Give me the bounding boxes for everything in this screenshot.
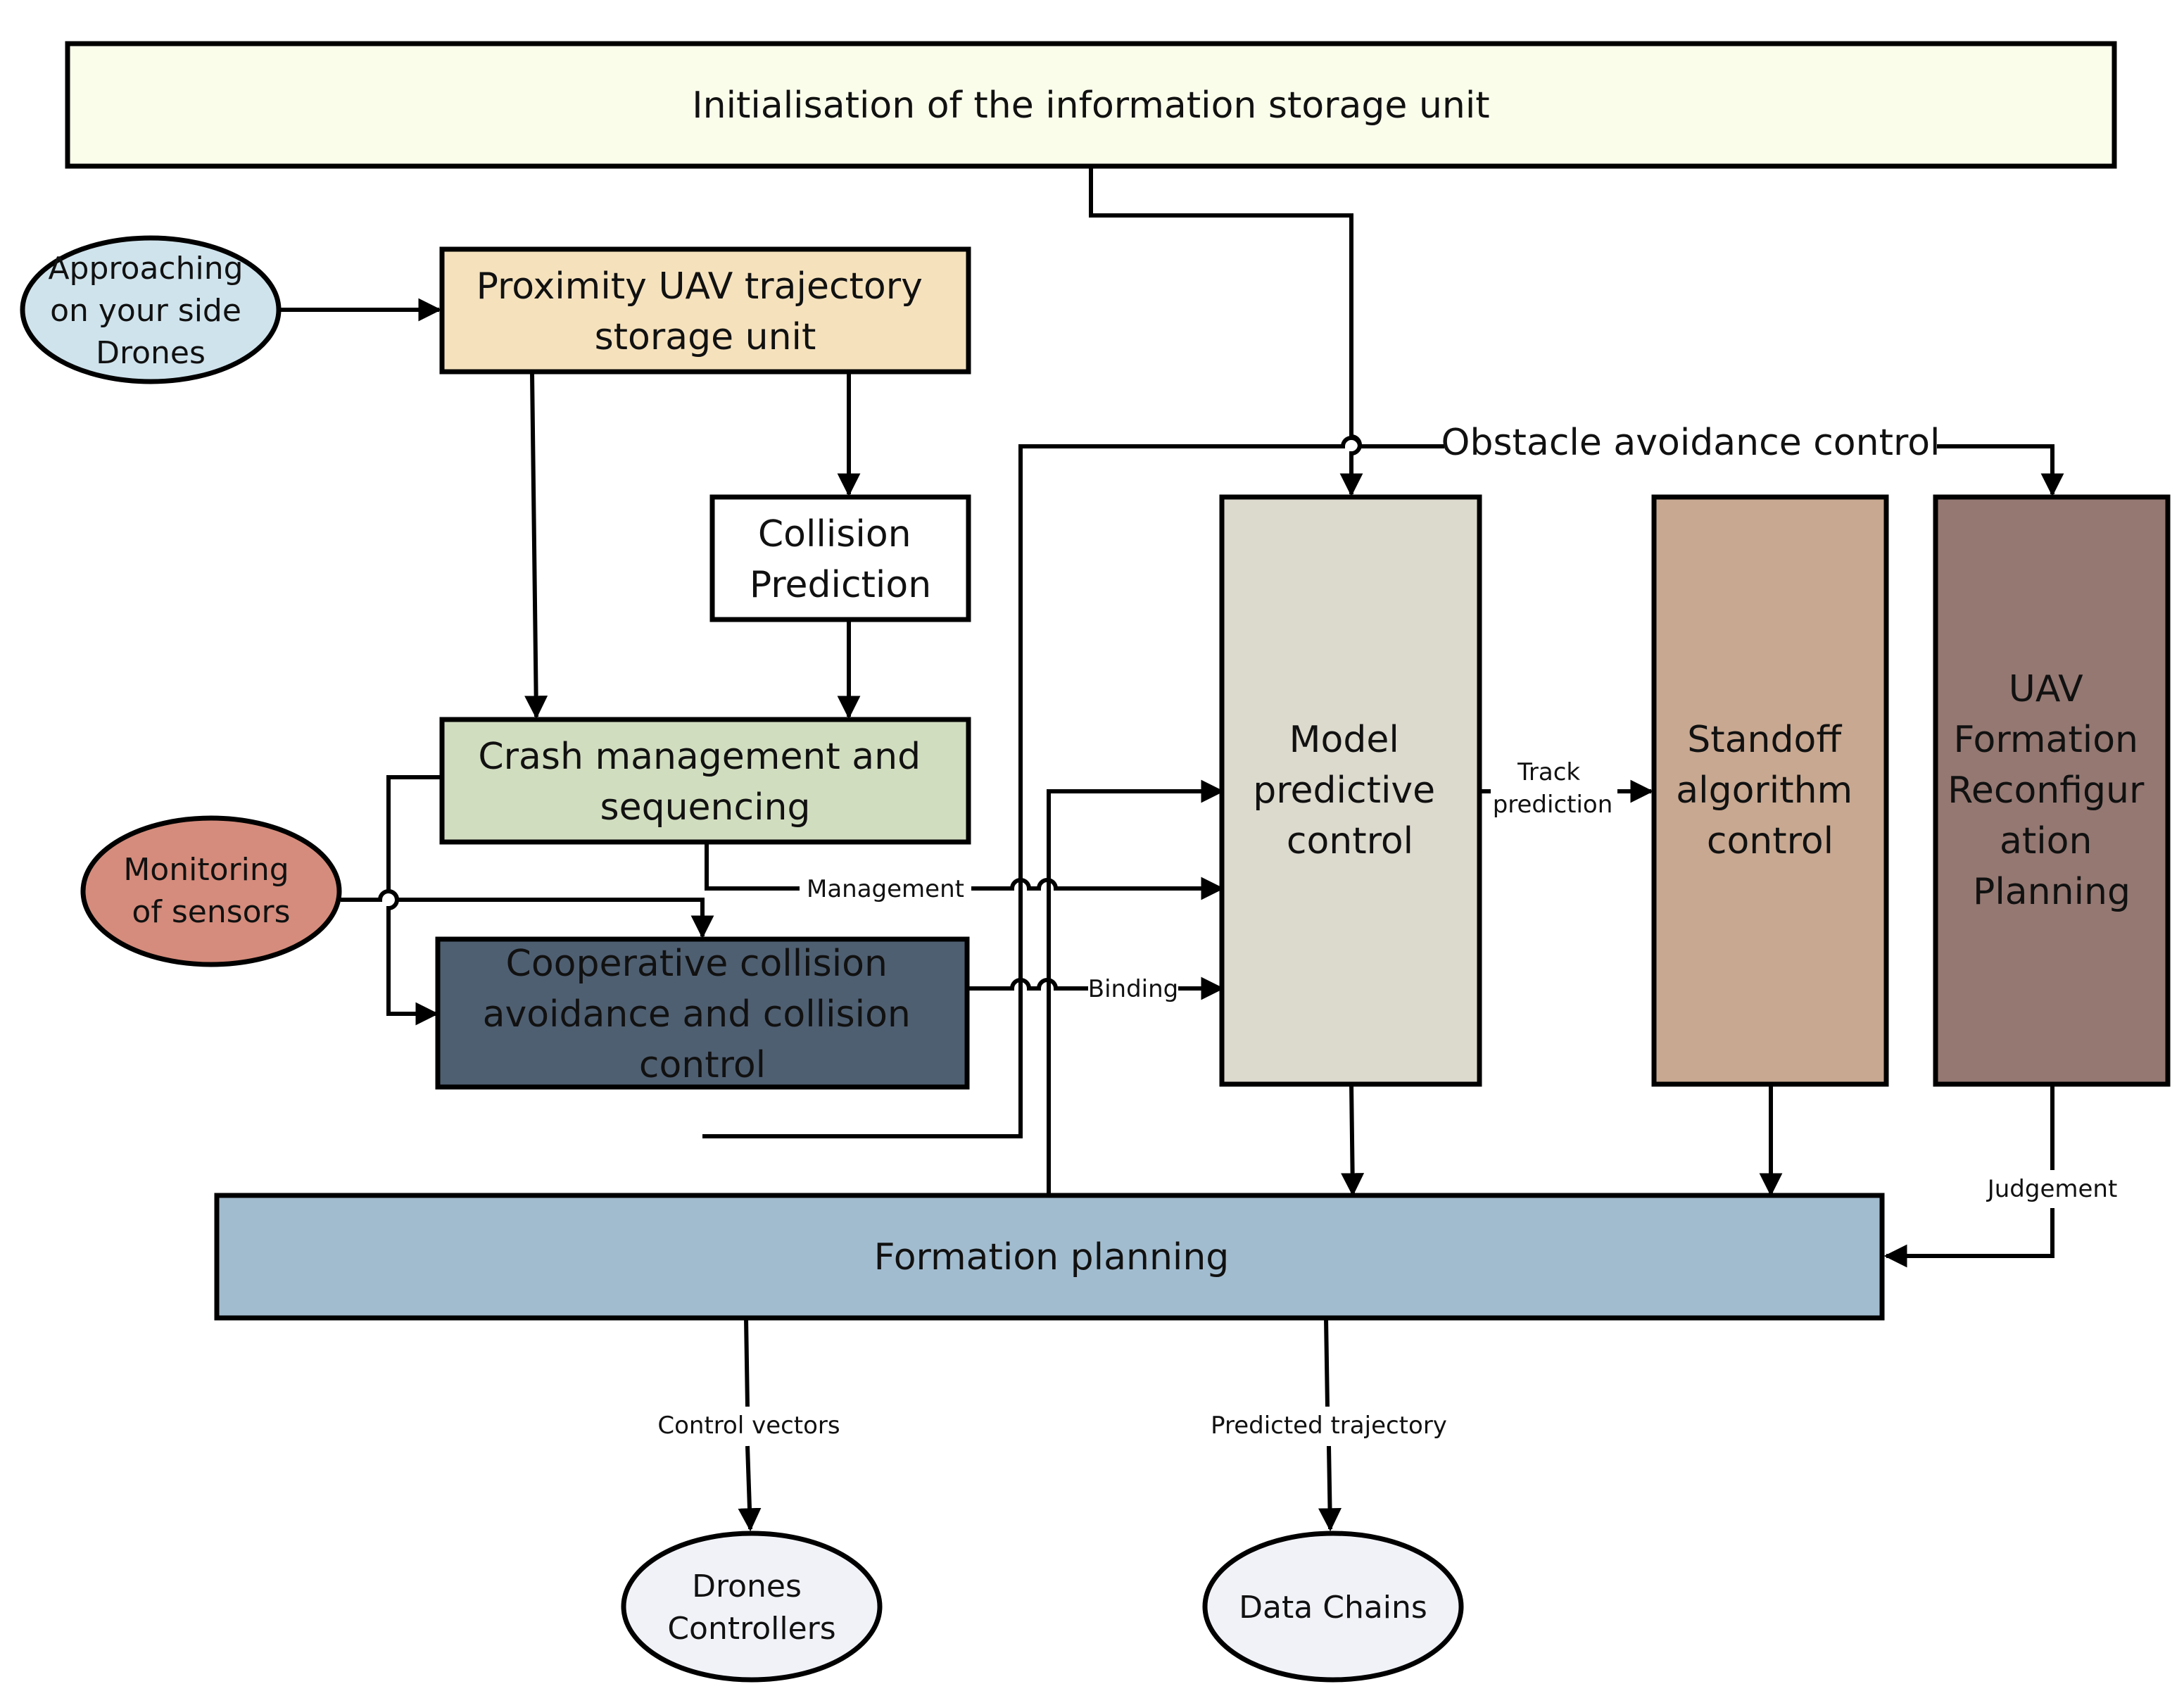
cooperative-collision-box: Cooperative collision avoidance and coll… [435, 936, 970, 1090]
mpc-label: Model predictive control [1253, 719, 1446, 862]
uav-label: UAV Formation Reconfigur ation Planning [1948, 668, 2156, 913]
label-binding: Binding [1088, 975, 1178, 1003]
edge-datachains-arrow [1318, 1445, 1342, 1532]
data-chains-label: Data Chains [1239, 1590, 1427, 1626]
formation-planning-box: Formation planning [214, 1193, 1885, 1321]
approaching-label: Approaching on your side Drones [48, 251, 253, 371]
label-management: Management [807, 875, 964, 903]
approaching-drones-node: Approaching on your side Drones [20, 235, 282, 384]
standoff-label: Standoff algorithm control [1676, 719, 1864, 862]
connectors [279, 166, 2064, 1532]
edge-crash-to-mpc [705, 843, 1222, 888]
label-obstacle-avoidance: Obstacle avoidance control [1441, 422, 1940, 464]
edge-obstacle-line-left [702, 436, 1444, 1138]
collision-prediction-label: Collision Prediction [750, 513, 931, 606]
edge-labels: Obstacle avoidance control Management Bi… [657, 422, 2117, 1440]
label-predicted-trajectory: Predicted trajectory [1211, 1412, 1447, 1440]
edge-proximity-to-crash [524, 372, 548, 720]
drones-controllers-label: Drones Controllers [667, 1569, 835, 1647]
proximity-storage-box: Proximity UAV trajectory storage unit [439, 246, 971, 375]
cooperative-label: Cooperative collision avoidance and coll… [483, 943, 923, 1086]
monitoring-sensors-node: Monitoring of sensors [80, 815, 342, 967]
init-box-label: Initialisation of the information storag… [692, 84, 1489, 127]
label-judgement: Judgement [1986, 1175, 2118, 1203]
edge-formation-to-datachains [1324, 1317, 1330, 1407]
collision-prediction-box: Collision Prediction [709, 494, 971, 622]
proximity-label: Proximity UAV trajectory storage unit [476, 265, 935, 358]
label-track-prediction: Track prediction [1493, 758, 1613, 819]
edge-judgement-arrow [1883, 1208, 2054, 1268]
crash-management-label: Crash management and sequencing [478, 736, 932, 829]
label-control-vectors: Control vectors [657, 1412, 840, 1440]
standoff-algorithm-box: Standoff algorithm control [1651, 494, 1889, 1087]
formation-planning-label: Formation planning [874, 1236, 1230, 1278]
drones-controllers-node: Drones Controllers [621, 1531, 883, 1683]
edge-monitoring-to-cooperative [341, 889, 714, 939]
edge-mpc-to-formation [1341, 1083, 1365, 1197]
model-predictive-control-box: Model predictive control [1219, 494, 1482, 1087]
init-box: Initialisation of the information storag… [65, 41, 2117, 169]
data-chains-node: Data Chains [1202, 1531, 1464, 1683]
edge-controllers-arrow [738, 1445, 762, 1532]
edge-formation-to-controllers [744, 1317, 750, 1407]
uav-formation-reconfiguration-box: UAV Formation Reconfigur ation Planning [1933, 494, 2171, 1087]
crash-management-box: Crash management and sequencing [439, 717, 971, 845]
edge-obstacle-to-uav [1937, 444, 2064, 497]
edge-formation-to-mpc [1047, 779, 1225, 1194]
monitoring-label: Monitoring of sensors [123, 852, 298, 930]
edge-cooperative-to-mpc [968, 978, 1088, 991]
